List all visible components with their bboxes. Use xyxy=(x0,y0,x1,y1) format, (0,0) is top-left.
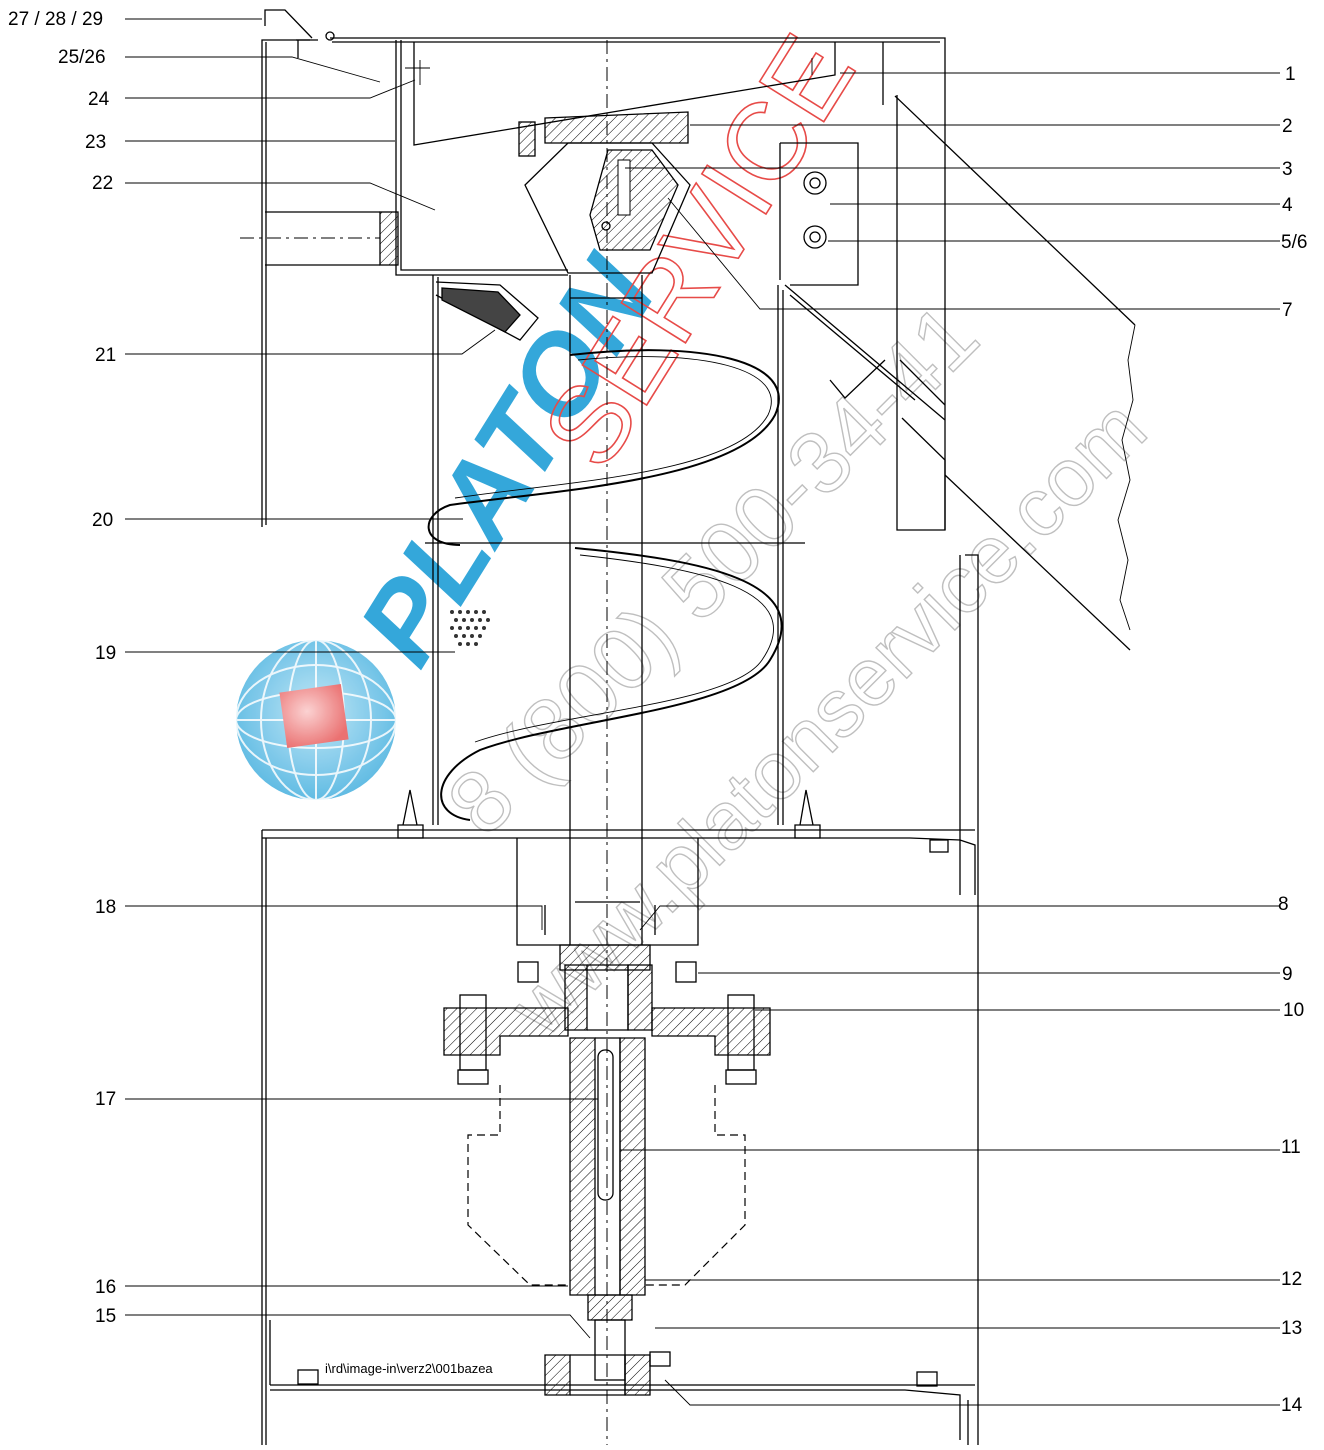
part-label-12: 12 xyxy=(1281,1269,1302,1290)
screen-mesh xyxy=(450,610,490,646)
part-labels-left: 27 / 28 / 29 25/26 24 23 22 21 20 19 18 … xyxy=(8,9,116,1327)
part-label-25-26: 25/26 xyxy=(58,47,106,68)
part-label-19: 19 xyxy=(95,643,116,664)
part-label-14: 14 xyxy=(1281,1395,1303,1416)
watermark: PLATON SERVICE 8 (800) 500-34-41 www.pla… xyxy=(235,14,1164,1054)
part-label-4: 4 xyxy=(1282,195,1293,216)
part-label-8: 8 xyxy=(1278,894,1289,915)
technical-drawing xyxy=(125,9,1280,1445)
part-label-18: 18 xyxy=(95,897,116,918)
part-label-23: 23 xyxy=(85,132,106,153)
part-label-20: 20 xyxy=(92,510,113,531)
leader-lines-left xyxy=(125,18,598,1339)
part-label-10: 10 xyxy=(1283,1000,1304,1021)
part-label-16: 16 xyxy=(95,1277,116,1298)
part-label-17: 17 xyxy=(95,1089,116,1110)
part-label-13: 13 xyxy=(1281,1318,1302,1339)
part-labels-right: 1 2 3 4 5/6 7 8 9 10 11 12 13 14 xyxy=(1278,64,1307,1416)
part-label-21: 21 xyxy=(95,345,116,366)
globe-logo-icon xyxy=(235,639,397,801)
part-label-9: 9 xyxy=(1282,964,1293,985)
part-label-5-6: 5/6 xyxy=(1281,232,1307,253)
part-label-11: 11 xyxy=(1281,1137,1301,1158)
part-label-7: 7 xyxy=(1282,300,1293,321)
part-label-22: 22 xyxy=(92,173,113,194)
leader-lines-right xyxy=(620,72,1280,1406)
part-label-15: 15 xyxy=(95,1306,116,1327)
part-label-24: 24 xyxy=(88,89,110,110)
part-label-27-28-29: 27 / 28 / 29 xyxy=(8,9,103,30)
part-label-3: 3 xyxy=(1282,159,1293,180)
file-path-note: i\rd\image-in\verz2\001bazea xyxy=(325,1361,493,1376)
part-label-1: 1 xyxy=(1285,64,1296,85)
part-label-2: 2 xyxy=(1282,116,1293,137)
